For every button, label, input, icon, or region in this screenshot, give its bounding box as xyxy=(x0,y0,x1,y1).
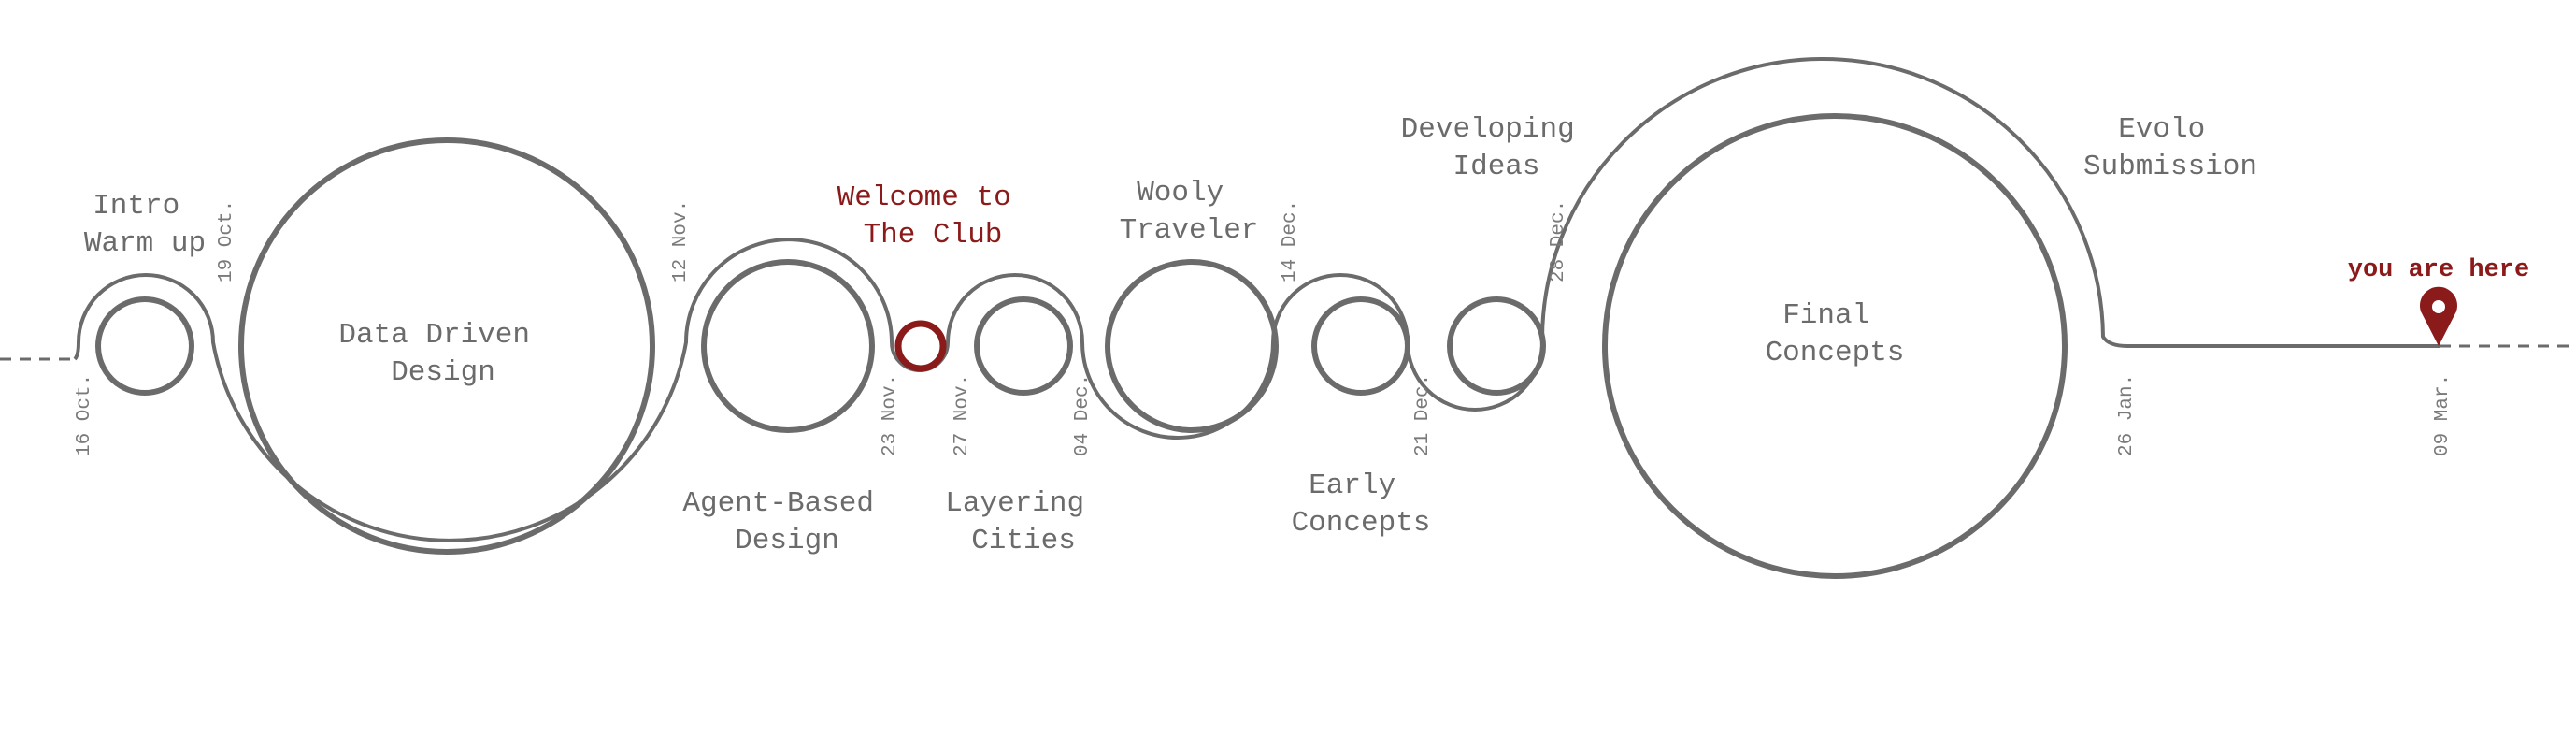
current-date: 09 Mar. xyxy=(2432,374,2454,456)
milestone-date-data-driven-design: 19 Oct. xyxy=(216,200,237,282)
milestone-title-evolo-submission: Evolo Submission xyxy=(2083,113,2257,183)
milestone-date-early-concepts: 14 Dec. xyxy=(1280,200,1301,282)
milestone-title-intro: Intro Warm up xyxy=(84,190,206,260)
milestone-title-layering-cities: Layering Cities xyxy=(945,487,1101,557)
milestone-date-evolo-submission: 26 Jan. xyxy=(2116,374,2138,456)
milestone-circle-data-driven-design xyxy=(238,137,655,555)
milestone-date-intro: 16 Oct. xyxy=(74,374,95,456)
milestone-date-layering-cities: 27 Nov. xyxy=(952,374,973,456)
milestone-title-final-concepts: Final Concepts xyxy=(1766,299,1905,369)
milestone-date-wooly-traveler: 04 Dec. xyxy=(1072,374,1094,456)
milestone-title-developing-ideas: Developing Ideas xyxy=(1401,113,1593,183)
milestone-date-welcome-to-the-club: 23 Nov. xyxy=(880,374,901,456)
milestone-circle-intro xyxy=(95,296,194,396)
milestone-circle-developing-ideas xyxy=(1447,296,1546,396)
milestone-title-early-concepts: Early Concepts xyxy=(1292,470,1431,540)
milestone-circle-final-concepts xyxy=(1602,113,2068,579)
milestone-title-wooly-traveler: Wooly Traveler xyxy=(1120,177,1259,247)
milestone-date-final-concepts: 28 Dec. xyxy=(1548,200,1569,282)
milestone-circle-early-concepts xyxy=(1311,296,1410,396)
milestone-circle-agent-based-design xyxy=(701,259,875,433)
timeline-lead-in-curve xyxy=(73,341,80,361)
milestone-title-agent-based-design: Agent-Based Design xyxy=(682,487,891,557)
milestone-circle-welcome-to-the-club xyxy=(894,320,947,372)
timeline-track xyxy=(77,57,2440,542)
milestone-date-developing-ideas: 21 Dec. xyxy=(1412,374,1434,456)
milestone-circle-layering-cities xyxy=(974,296,1073,396)
milestone-circle-wooly-traveler xyxy=(1105,259,1279,433)
you-are-here-label: you are here xyxy=(2348,256,2529,284)
milestone-title-data-driven-design: Data Driven Design xyxy=(338,319,547,389)
map-pin-icon xyxy=(2420,286,2457,346)
milestone-date-agent-based-design: 12 Nov. xyxy=(670,200,692,282)
milestone-title-welcome-to-the-club: Welcome to The Club xyxy=(837,181,1029,252)
